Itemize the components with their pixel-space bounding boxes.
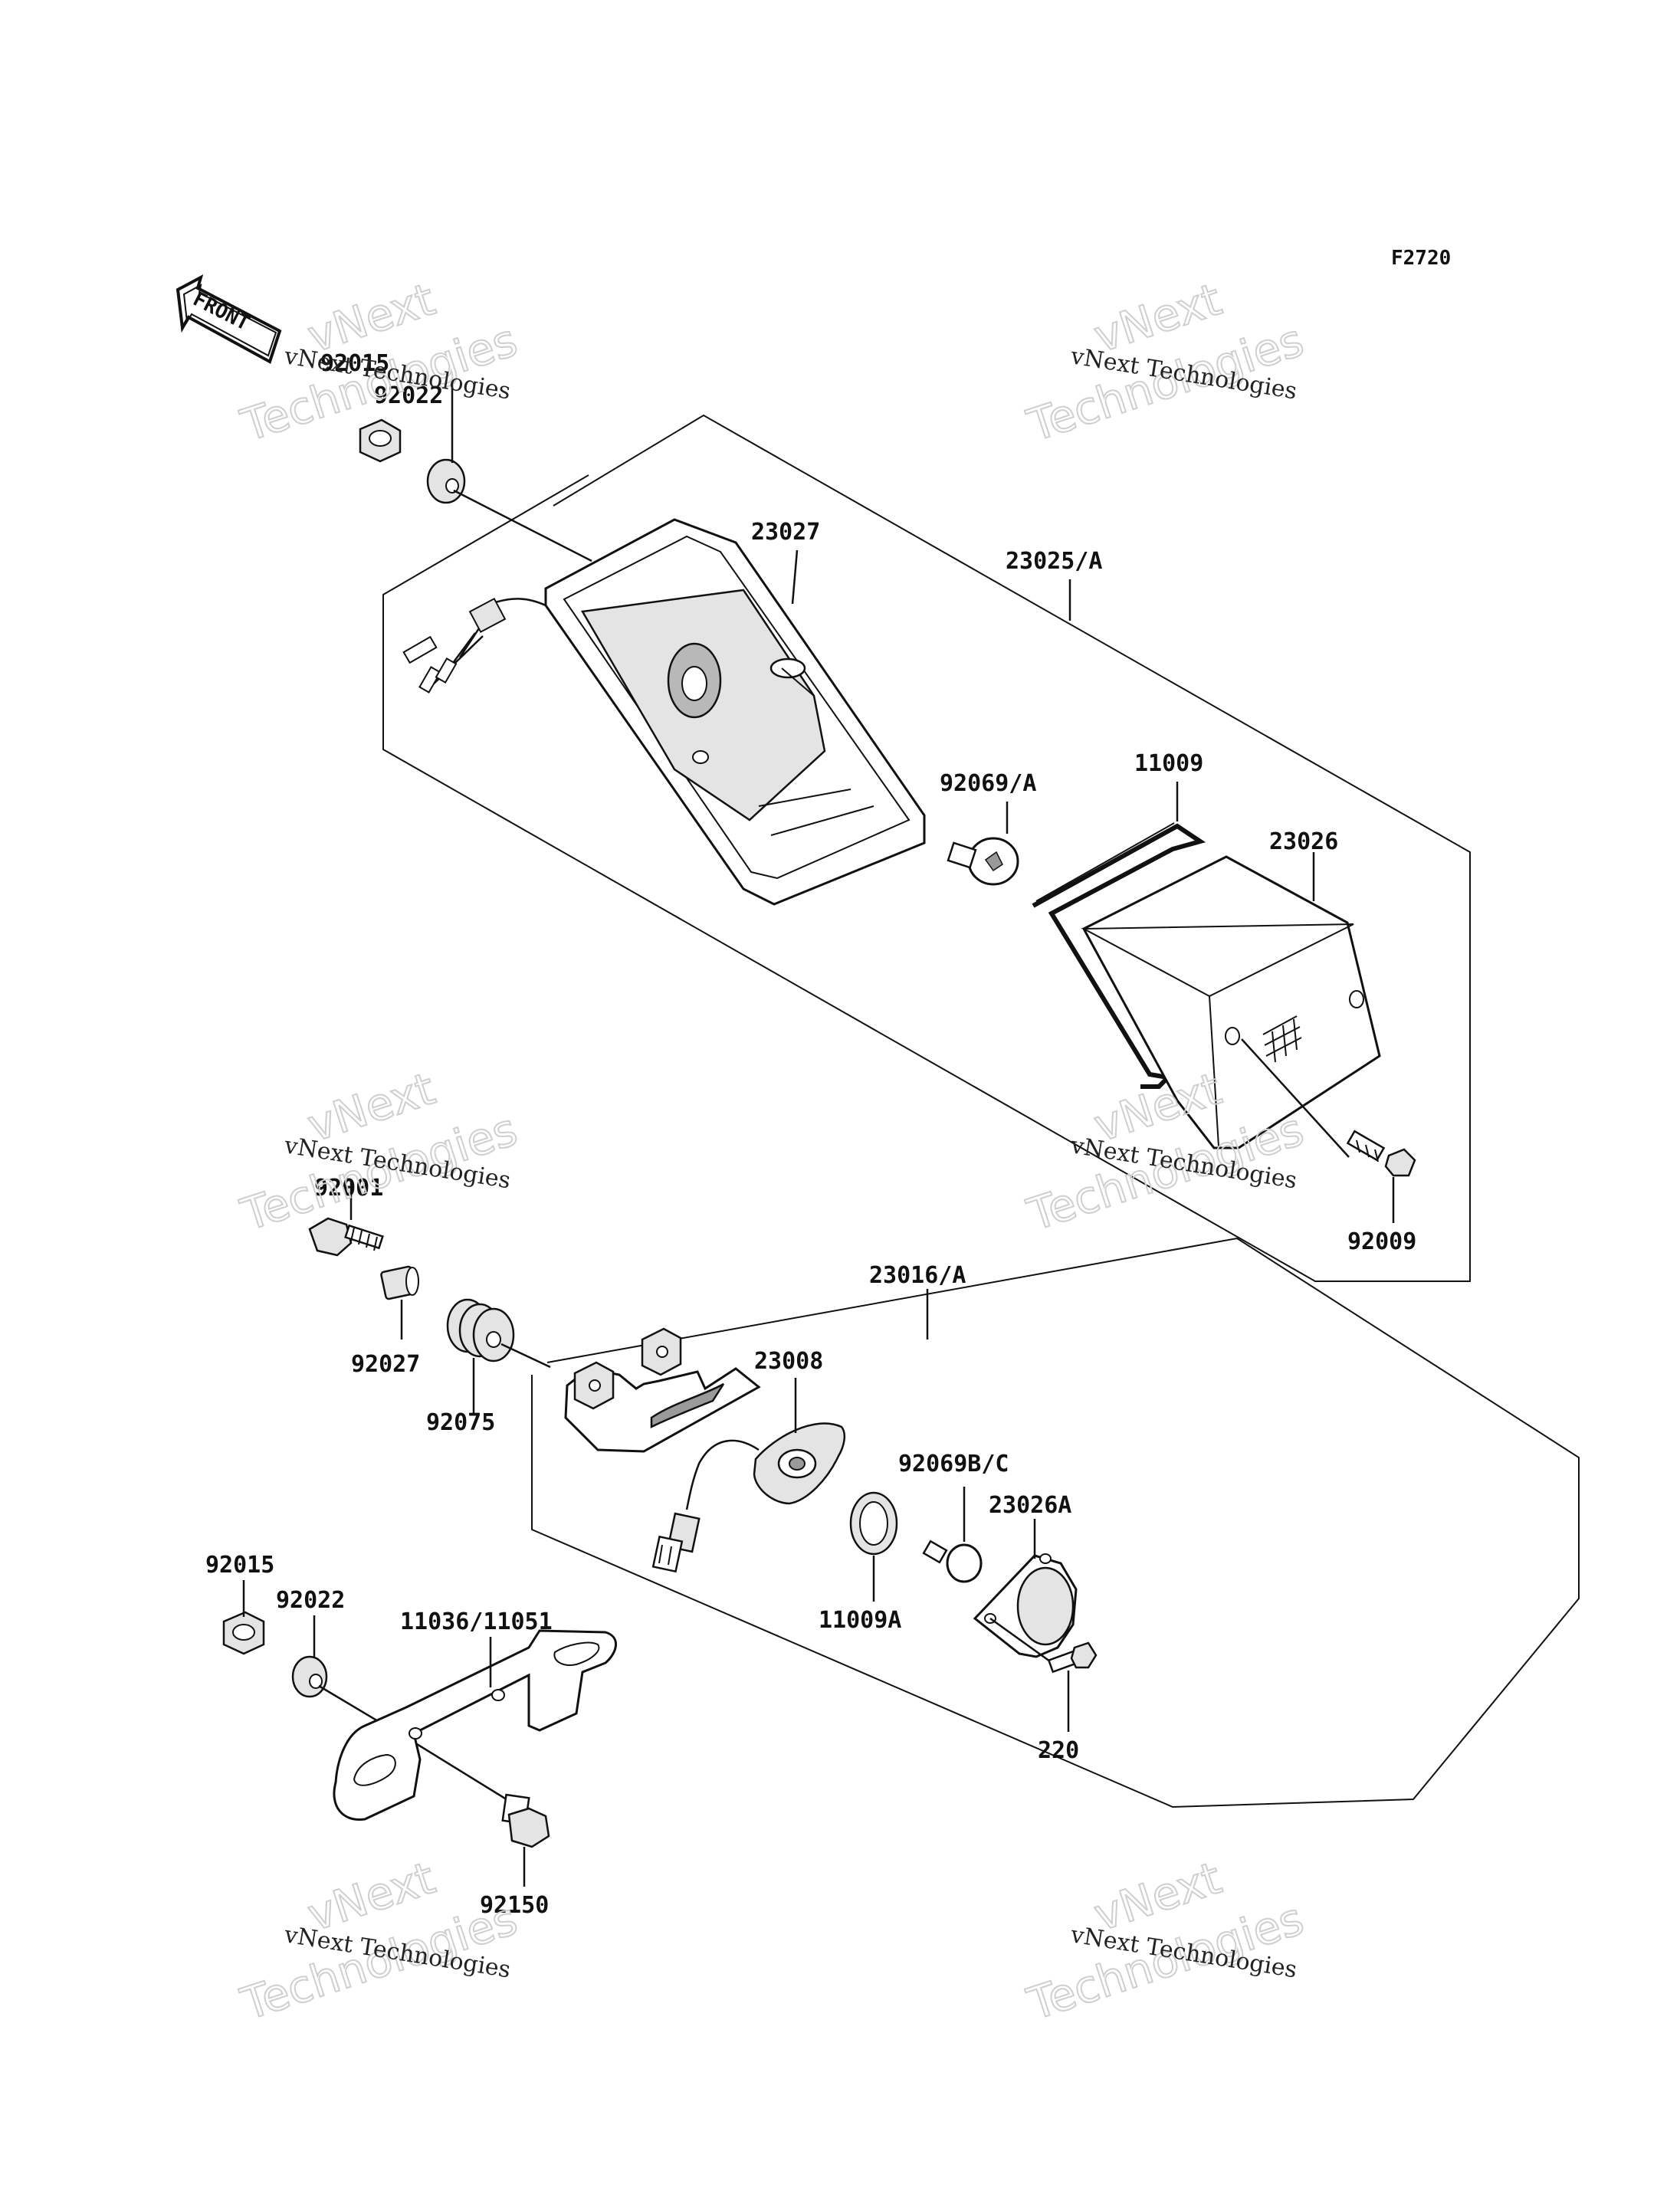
gasket-11009a <box>849 1491 898 1556</box>
nut-92015-top <box>359 418 402 463</box>
lens-23026a <box>973 1553 1078 1658</box>
bolt-92150 <box>416 1743 550 1848</box>
screw-92009 <box>1241 1038 1416 1177</box>
nut-92015-bottom <box>222 1611 265 1655</box>
label-92022-bottom: 92022 <box>276 1587 345 1614</box>
label-23026: 23026 <box>1269 828 1338 855</box>
washer-92022-bottom <box>291 1655 328 1698</box>
plate-bracket-11036-11051 <box>333 1629 617 1821</box>
watermark-mid-left: vNext Technologies vNext Technologies <box>234 1061 523 1241</box>
figure-code: F2720 <box>1391 247 1451 270</box>
reflector-grid <box>1262 1015 1302 1063</box>
label-92069a: 92069/A <box>940 770 1036 797</box>
label-220: 220 <box>1038 1737 1079 1764</box>
label-92015-top: 92015 <box>320 350 389 377</box>
lens-23026 <box>1081 855 1381 1149</box>
label-92069bc: 92069B/C <box>898 1451 1009 1477</box>
label-23025a: 23025/A <box>1006 548 1102 575</box>
label-92015-bottom: 92015 <box>205 1552 274 1579</box>
label-23026a: 23026A <box>989 1492 1071 1519</box>
collar-92027 <box>380 1265 419 1300</box>
label-92022-top: 92022 <box>374 382 443 409</box>
washer-92022-top <box>426 458 466 504</box>
socket-23008 <box>651 1422 846 1573</box>
label-23016a: 23016/A <box>869 1262 966 1289</box>
assembly-23016a-outline <box>531 1237 1580 1808</box>
label-92001: 92001 <box>314 1175 383 1202</box>
label-92150: 92150 <box>480 1892 549 1919</box>
license-bracket <box>564 1327 761 1453</box>
assembly-23025a-outline <box>382 414 1471 1282</box>
watermark-bottom-left: vNext Technologies vNext Technologies <box>234 1851 523 2031</box>
label-11009a: 11009A <box>819 1607 901 1634</box>
screw-220 <box>989 1617 1098 1674</box>
watermark-bottom-right: vNext Technologies vNext Technologies <box>1020 1851 1310 2031</box>
label-11036-11051: 11036/11051 <box>400 1608 553 1635</box>
label-92075: 92075 <box>426 1409 495 1436</box>
label-23027: 23027 <box>751 519 820 546</box>
lamp-housing-23027 <box>402 518 926 906</box>
label-92009: 92009 <box>1347 1228 1416 1255</box>
label-23008: 23008 <box>754 1348 823 1375</box>
front-arrow-icon: FRONT <box>176 274 282 364</box>
bulb-92069bc <box>922 1540 983 1583</box>
gasket-11009 <box>1032 822 1206 1089</box>
bulb-92069a <box>947 837 1019 886</box>
watermark-top-right: vNext Technologies vNext Technologies <box>1020 272 1310 452</box>
bolt-92001 <box>308 1217 384 1257</box>
label-11009: 11009 <box>1134 750 1203 777</box>
label-92027: 92027 <box>351 1351 420 1378</box>
grommet-92075 <box>446 1298 515 1362</box>
